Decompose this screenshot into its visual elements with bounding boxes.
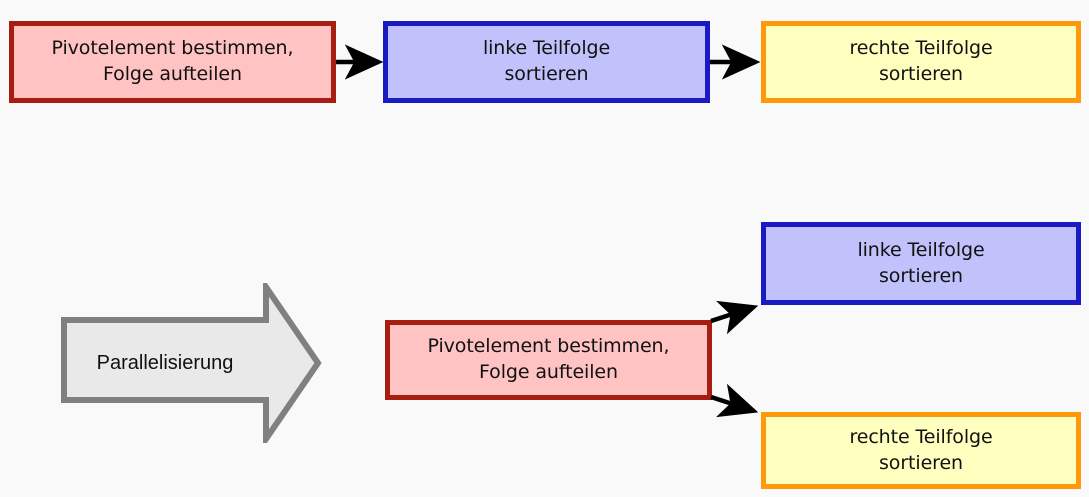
node-par-pivot[interactable]: Pivotelement bestimmen, Folge aufteilen xyxy=(385,320,712,400)
node-par-right[interactable]: rechte Teilfolge sortieren xyxy=(761,412,1081,489)
parallelisierung-label: Parallelisierung xyxy=(96,351,234,374)
node-seq-left[interactable]: linke Teilfolge sortieren xyxy=(383,21,710,103)
connector-par-pivot-to-par-left xyxy=(710,300,759,335)
block-arrow-icon xyxy=(61,283,322,443)
connector-par-pivot-to-par-right xyxy=(710,383,759,418)
parallelisierung-arrow: Parallelisierung xyxy=(60,283,322,443)
node-par-left[interactable]: linke Teilfolge sortieren xyxy=(761,222,1081,305)
node-seq-right[interactable]: rechte Teilfolge sortieren xyxy=(761,21,1081,103)
node-seq-pivot[interactable]: Pivotelement bestimmen, Folge aufteilen xyxy=(9,21,336,103)
